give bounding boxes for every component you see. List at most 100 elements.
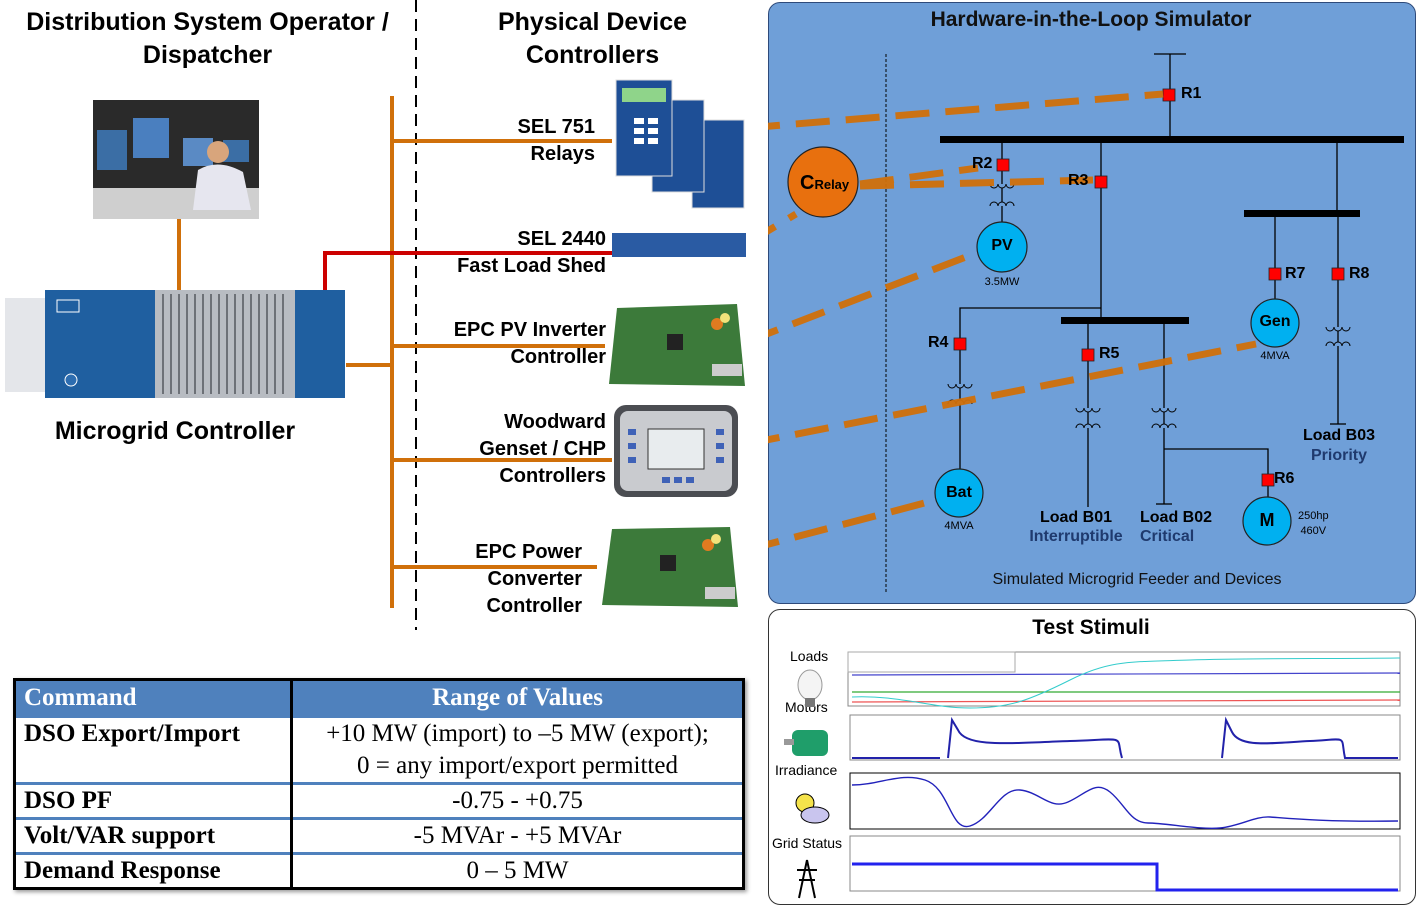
table-row: Demand Response 0 – 5 MW bbox=[16, 852, 742, 887]
range-line-2: 0 = any import/export permitted bbox=[357, 752, 678, 779]
motor-hp: 250hp bbox=[1298, 510, 1329, 522]
relay-r1 bbox=[1162, 88, 1176, 102]
stim-grid-status-label: Grid Status bbox=[772, 835, 843, 851]
bat-rating: 4MVA bbox=[944, 520, 974, 532]
dispatcher-photo bbox=[93, 100, 259, 219]
range-line-1: +10 MW (import) to –5 MW (export); bbox=[326, 720, 709, 747]
lightbulb-icon bbox=[797, 669, 823, 707]
cell-range: 0 – 5 MW bbox=[290, 852, 742, 887]
motor-voltage: 460V bbox=[1300, 525, 1327, 537]
cell-command: DSO PF bbox=[16, 782, 292, 819]
sel2440-type: Fast Load Shed bbox=[457, 255, 606, 277]
irradiance-plot bbox=[849, 772, 1401, 830]
crelay-comm-r2 bbox=[859, 164, 979, 188]
relay-r8-label: R8 bbox=[1349, 265, 1370, 282]
load-b01: Load B01 Interruptible bbox=[1020, 508, 1132, 546]
relay-r6-label: R6 bbox=[1274, 470, 1295, 487]
relay-r4-label: R4 bbox=[928, 334, 949, 351]
pv-rating: 3.5MW bbox=[984, 276, 1020, 288]
main-bus bbox=[940, 136, 1404, 143]
pv-comm bbox=[768, 253, 968, 338]
table-header-row: Command Range of Values bbox=[16, 681, 742, 717]
transformer-b01 bbox=[1075, 407, 1101, 429]
table-row: Volt/VAR support -5 MVAr - +5 MVAr bbox=[16, 817, 742, 854]
motor-series-1 bbox=[852, 716, 1123, 759]
gen-rating: 4MVA bbox=[1260, 350, 1290, 362]
load-bus bbox=[1061, 317, 1189, 324]
pv-inverter-type: Controller bbox=[510, 346, 606, 368]
grid-status-series bbox=[852, 862, 1398, 892]
gen-source bbox=[1250, 298, 1300, 348]
relay-comm-r1 bbox=[768, 90, 1164, 130]
dso-title: Distribution System Operator / Dispatche… bbox=[26, 8, 389, 69]
pv-inverter-label: EPC PV Inverter Controller bbox=[420, 317, 606, 371]
header-range: Range of Values bbox=[290, 681, 742, 717]
sel751-type: Relays bbox=[530, 143, 596, 165]
woodward-name: Woodward bbox=[504, 411, 606, 433]
sel2440-label: SEL 2440 Fast Load Shed bbox=[420, 226, 606, 280]
relay-r8 bbox=[1331, 267, 1345, 281]
cell-command: Volt/VAR support bbox=[16, 817, 292, 854]
table-row: DSO PF -0.75 - +0.75 bbox=[16, 782, 742, 819]
loads-plot bbox=[847, 651, 1401, 709]
load-b03-name: Load B03 bbox=[1302, 427, 1375, 444]
pv-inverter-name: EPC PV Inverter bbox=[453, 319, 606, 341]
transformer-b02 bbox=[1151, 407, 1177, 429]
gen-bus bbox=[1244, 210, 1360, 217]
grid-status-plot bbox=[849, 835, 1401, 892]
relay-r3 bbox=[1094, 175, 1108, 189]
fls-comm bbox=[768, 210, 798, 235]
relay-r2 bbox=[996, 158, 1010, 172]
woodward-controller-image bbox=[614, 405, 738, 497]
load-b01-class: Interruptible bbox=[1029, 528, 1123, 545]
sun-cloud-icon bbox=[795, 793, 830, 824]
sel2440-model: SEL 2440 bbox=[517, 228, 606, 250]
one-line-diagram bbox=[768, 53, 1404, 592]
stim-loads-label: Loads bbox=[790, 648, 829, 664]
relay-r3-label: R3 bbox=[1068, 172, 1089, 189]
pv-source bbox=[976, 221, 1028, 273]
controller-network bbox=[177, 0, 612, 630]
motor-series-2 bbox=[1221, 716, 1398, 759]
woodward-role: Controllers bbox=[499, 465, 606, 487]
crelay-label: CRelay bbox=[800, 172, 850, 194]
test-stimuli-title: Test Stimuli bbox=[1032, 616, 1150, 639]
power-converter-role: Controller bbox=[486, 595, 582, 617]
cell-command: DSO Export/Import bbox=[16, 715, 292, 784]
gen-label: Gen bbox=[1259, 313, 1291, 330]
relay-r7 bbox=[1268, 267, 1282, 281]
command-table-wrapper: Command Range of Values DSO Export/Impor… bbox=[13, 678, 745, 890]
stimuli-plots bbox=[784, 651, 1401, 899]
power-converter-label: EPC Power Converter Controller bbox=[420, 539, 582, 620]
stim-irradiance-label: Irradiance bbox=[775, 762, 838, 778]
load-series-cyan bbox=[851, 657, 1401, 709]
power-converter-name: EPC Power bbox=[475, 541, 582, 563]
microgrid-controller-label: Microgrid Controller bbox=[54, 417, 296, 445]
sel2440-image bbox=[612, 233, 746, 257]
relay-r1-label: R1 bbox=[1181, 85, 1202, 102]
table-row: DSO Export/Import +10 MW (import) to –5 … bbox=[16, 715, 742, 784]
transformer-b03 bbox=[1325, 326, 1351, 347]
motor-load bbox=[1242, 496, 1292, 546]
transmission-tower-icon bbox=[797, 859, 817, 899]
load-series-red bbox=[851, 699, 1401, 703]
relay-r6 bbox=[1261, 473, 1275, 487]
relay-r5 bbox=[1081, 348, 1095, 362]
relay-r7-label: R7 bbox=[1285, 265, 1306, 282]
relay-r5-label: R5 bbox=[1099, 345, 1120, 362]
motor-label: M bbox=[1259, 510, 1275, 530]
power-converter-board-image bbox=[602, 527, 738, 607]
relay-r2-label: R2 bbox=[972, 155, 993, 172]
hil-title: Hardware-in-the-Loop Simulator bbox=[930, 8, 1252, 31]
irradiance-series bbox=[851, 776, 1399, 830]
transformer-pv bbox=[989, 183, 1015, 207]
load-b02-class: Critical bbox=[1140, 528, 1195, 545]
header-command: Command bbox=[16, 681, 292, 717]
woodward-type: Genset / CHP bbox=[479, 438, 606, 460]
crelay-comm-r3 bbox=[859, 176, 1094, 190]
pv-inverter-board-image bbox=[609, 304, 745, 386]
hil-caption: Simulated Microgrid Feeder and Devices bbox=[992, 571, 1282, 588]
motors-plot bbox=[849, 714, 1401, 761]
sel751-label: SEL 751 Relays bbox=[460, 114, 595, 168]
power-converter-type: Converter bbox=[487, 568, 582, 590]
